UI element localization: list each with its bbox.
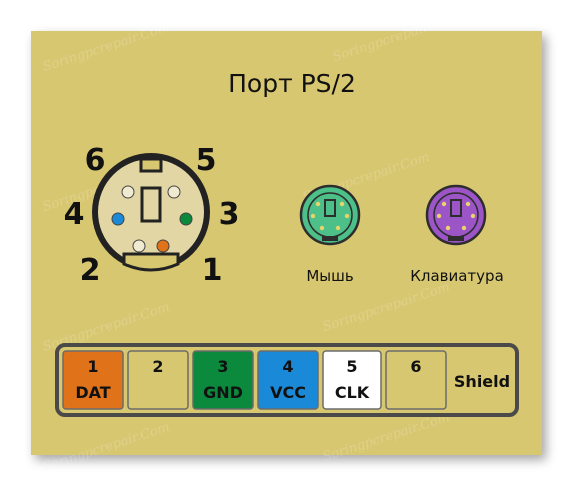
keyboard-port bbox=[425, 184, 487, 246]
pin-cell-5-box bbox=[322, 350, 382, 410]
pin-cell-5: 5 CLK bbox=[322, 350, 382, 410]
pin-number-4: 4 bbox=[64, 197, 85, 232]
mouse-port bbox=[299, 184, 361, 246]
pin-cell-1-number: 1 bbox=[87, 357, 98, 376]
diagram-title: Порт PS/2 bbox=[228, 69, 356, 98]
pin-legend: 1 DAT 2 3 GND 4 VCC 5 CLK bbox=[55, 343, 519, 417]
pin-cell-1: 1 DAT bbox=[62, 350, 124, 410]
pin-cell-1-box bbox=[62, 350, 124, 410]
mouse-pin bbox=[319, 225, 325, 231]
pin-cell-1-label: DAT bbox=[75, 383, 110, 402]
pin-cell-2: 2 bbox=[127, 350, 189, 410]
pin-number-6: 6 bbox=[85, 143, 106, 178]
mouse-port-key bbox=[324, 199, 336, 217]
pin-5-hole bbox=[167, 185, 181, 199]
connector-top-notch bbox=[139, 157, 163, 173]
pin-cell-2-number: 2 bbox=[152, 357, 163, 376]
pin-cell-5-label: CLK bbox=[335, 383, 370, 402]
pin-3-hole bbox=[179, 212, 193, 226]
pin-cell-6-box bbox=[385, 350, 447, 410]
connector-bottom-notch bbox=[122, 252, 180, 272]
keyboard-port-notch bbox=[448, 236, 464, 241]
connector-key bbox=[140, 186, 162, 223]
mouse-pin bbox=[339, 201, 345, 207]
pin-cell-5-number: 5 bbox=[346, 357, 357, 376]
pin-number-3: 3 bbox=[219, 197, 240, 232]
pin-number-5: 5 bbox=[196, 143, 217, 178]
mouse-pin bbox=[315, 201, 321, 207]
pin-4-hole bbox=[111, 212, 125, 226]
keyboard-port-label: Клавиатура bbox=[410, 267, 504, 285]
pin-2-hole bbox=[132, 239, 146, 253]
pin-1-hole bbox=[156, 239, 170, 253]
pin-cell-6: 6 bbox=[385, 350, 447, 410]
keyboard-port-key bbox=[450, 199, 462, 217]
pin-cell-4-box bbox=[257, 350, 319, 410]
mouse-port-notch bbox=[322, 236, 338, 241]
pin-cell-2-box bbox=[127, 350, 189, 410]
pin-cell-4-label: VCC bbox=[270, 383, 306, 402]
mouse-port-label: Мышь bbox=[306, 267, 353, 285]
mouse-pin bbox=[310, 213, 316, 219]
mouse-pin bbox=[344, 213, 350, 219]
pin-cell-3-label: GND bbox=[203, 383, 243, 402]
keyboard-pin bbox=[445, 225, 451, 231]
pin-cell-3-number: 3 bbox=[217, 357, 228, 376]
keyboard-pin bbox=[441, 201, 447, 207]
pin-cell-4: 4 VCC bbox=[257, 350, 319, 410]
keyboard-pin bbox=[465, 201, 471, 207]
pin-cell-3: 3 GND bbox=[192, 350, 254, 410]
pin-cell-3-box bbox=[192, 350, 254, 410]
pin-number-1: 1 bbox=[202, 253, 223, 288]
keyboard-pin bbox=[461, 225, 467, 231]
pin-number-2: 2 bbox=[80, 253, 101, 288]
pin-legend-frame bbox=[55, 343, 519, 417]
keyboard-pin bbox=[436, 213, 442, 219]
pin-6-hole bbox=[121, 185, 135, 199]
shield-label: Shield bbox=[454, 372, 510, 391]
ps2-connector-large bbox=[92, 153, 210, 272]
mouse-pin bbox=[335, 225, 341, 231]
pin-cell-6-number: 6 bbox=[410, 357, 421, 376]
pin-cell-4-number: 4 bbox=[282, 357, 293, 376]
keyboard-pin bbox=[470, 213, 476, 219]
